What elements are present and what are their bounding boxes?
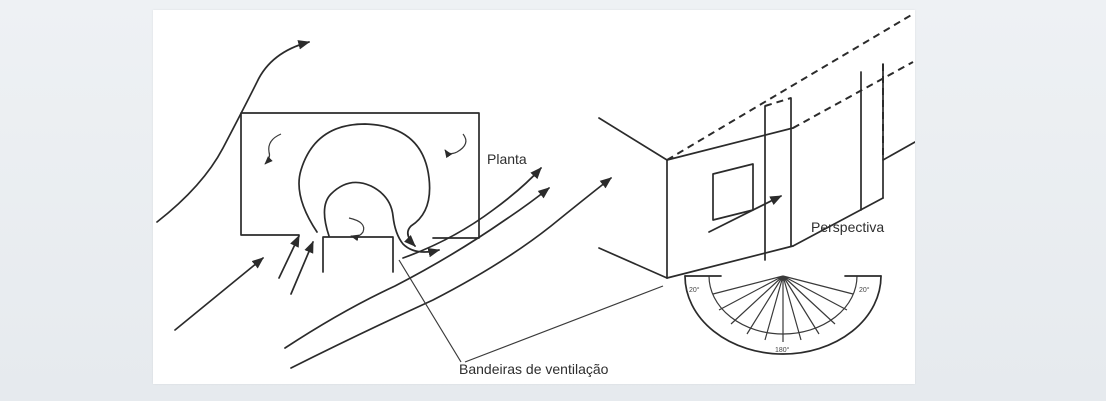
perspective-roof-dashed-front	[666, 13, 914, 161]
perspective-back-wall-lines	[792, 141, 915, 247]
wind-arrow-upper-curve	[156, 40, 311, 223]
perspective-vent-arrow	[708, 195, 783, 233]
caption-pointer-left	[398, 259, 462, 363]
plan-flow-outer-loop	[298, 123, 431, 247]
perspective-window	[712, 163, 754, 221]
perspective-roof-dashed-back	[792, 61, 914, 129]
label-vents: Bandeiras de ventilação	[459, 361, 609, 377]
perspective-vent-panel-mid-dashed	[764, 97, 792, 107]
protractor-rays	[712, 275, 854, 342]
protractor-angle-right: 20°	[859, 286, 870, 294]
perspective-front-top	[666, 127, 794, 161]
plan-swirl-top-left	[264, 133, 282, 165]
wind-arrow-entry-2	[290, 240, 314, 295]
perspective-ground-left-line	[598, 247, 668, 279]
plan-room-outline	[240, 112, 480, 239]
ventilation-diagram: 20° 20° 180° Planta Perspectiva Bandeira…	[156, 13, 915, 377]
plan-flow-inner-loop	[323, 181, 441, 258]
wind-arrow-long-diagonal	[174, 257, 264, 331]
plan-annex-box	[322, 236, 394, 273]
protractor-angle-left: 20°	[689, 286, 700, 294]
plan-drawing	[156, 40, 612, 369]
figure-panel: 20° 20° 180° Planta Perspectiva Bandeira…	[153, 10, 915, 384]
wind-flow-line-3	[402, 167, 542, 259]
label-plan: Planta	[487, 151, 527, 167]
perspective-vent-panel-mid	[764, 97, 792, 261]
plan-swirl-center	[348, 217, 365, 242]
protractor-angle-bottom: 180°	[775, 346, 790, 354]
perspective-vent-panel-right	[860, 63, 884, 211]
label-perspective: Perspectiva	[811, 219, 884, 235]
protractor-outer-arc	[684, 275, 882, 355]
wind-flow-line-2	[290, 177, 612, 369]
caption-pointer-right	[464, 285, 664, 363]
wind-flow-line-1	[284, 187, 550, 349]
plan-swirl-top-right	[444, 133, 467, 159]
protractor: 20° 20° 180°	[684, 275, 882, 355]
perspective-roof-left-line	[598, 117, 668, 161]
wind-arrow-entry-1	[278, 234, 300, 279]
perspective-drawing	[598, 13, 915, 279]
perspective-front-bottom	[666, 245, 794, 279]
